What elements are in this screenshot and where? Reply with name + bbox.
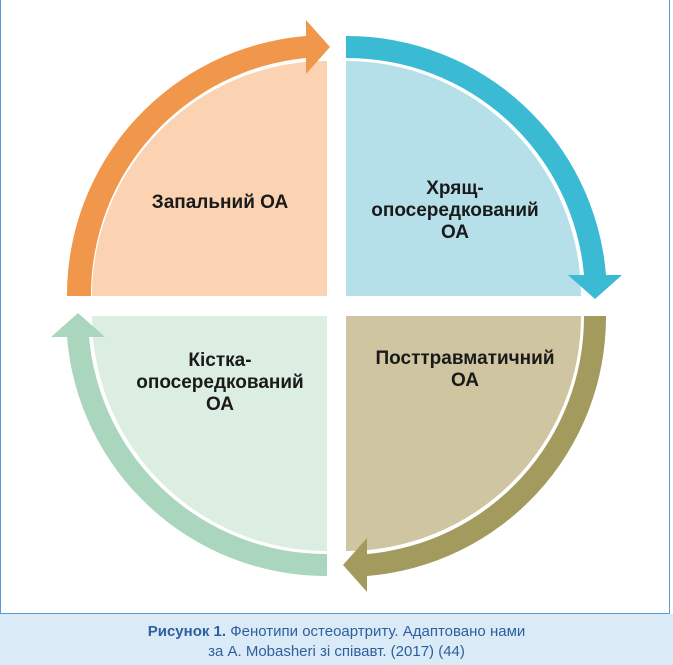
label-posttraumatic: Посттравматичний ОА bbox=[375, 348, 555, 391]
label-cartilage: Хрящ- опосередкований ОА bbox=[371, 178, 539, 243]
quadrant-cartilage bbox=[346, 61, 581, 296]
arrow-cartilage bbox=[346, 35, 622, 299]
arrow-bone bbox=[51, 313, 327, 577]
caption-line-1: Рисунок 1. Фенотипи остеоартриту. Адапто… bbox=[0, 622, 673, 642]
caption-area bbox=[0, 614, 673, 665]
caption-line-2: за А. Mobasheri зі співавт. (2017) (44) bbox=[208, 643, 465, 660]
label-inflammatory: Запальний ОА bbox=[151, 192, 289, 213]
caption-text-1: Фенотипи остеоартриту. Адаптовано нами bbox=[226, 623, 526, 640]
label-bone: Кістка- опосередкований ОА bbox=[136, 350, 304, 415]
quadrant-bone bbox=[92, 316, 327, 551]
arrow-inflammatory bbox=[66, 20, 331, 296]
arrow-posttraumatic bbox=[343, 316, 607, 592]
caption-figure-number: Рисунок 1. bbox=[147, 623, 227, 640]
figure-caption: Рисунок 1. Фенотипи остеоартриту. Адапто… bbox=[0, 622, 673, 662]
quadrant-inflammatory bbox=[92, 61, 327, 296]
quadrant-posttraumatic bbox=[346, 316, 581, 551]
figure-frame bbox=[0, 0, 670, 614]
phenotype-cycle-diagram bbox=[51, 20, 622, 592]
